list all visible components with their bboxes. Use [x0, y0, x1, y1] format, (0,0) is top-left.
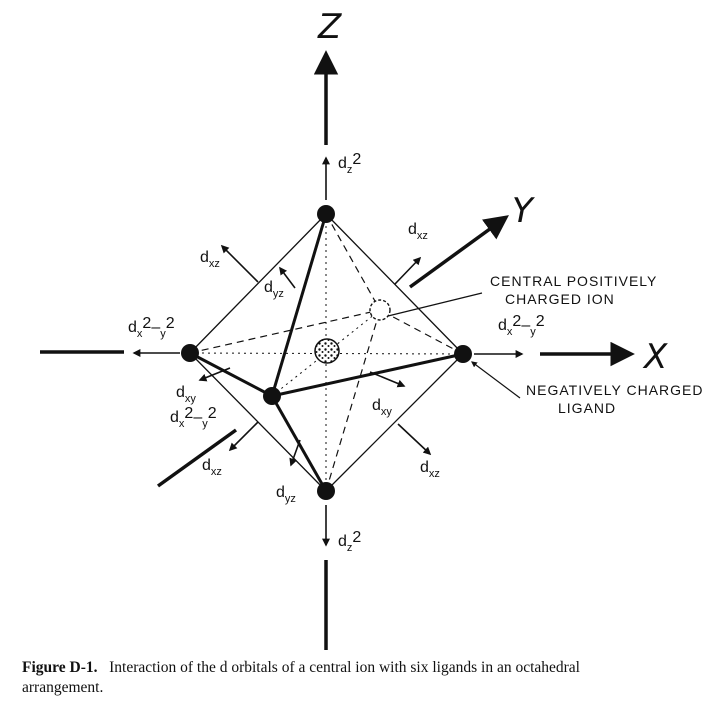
ligand-label-line2: LIGAND	[558, 400, 616, 416]
figure-caption: Figure D-1. Interaction of the d orbital…	[22, 658, 720, 698]
label-dyz-upper: dyz	[264, 279, 284, 300]
x-axis-label: X	[642, 337, 668, 377]
annotation-pointers	[387, 292, 521, 399]
ligand-left	[181, 344, 199, 362]
ligand-bottom	[317, 482, 335, 500]
label-dx2y2-left: dx2–y2	[128, 315, 175, 340]
central-ion-label-line1: CENTRAL POSITIVELY	[490, 273, 657, 289]
label-dx2y2-right: dx2–y2	[498, 313, 545, 338]
caption-line-1: Figure D-1. Interaction of the d orbital…	[22, 658, 720, 678]
central-ion	[314, 338, 340, 364]
label-dz2-top: dz2	[338, 151, 361, 176]
orbital-arrows	[132, 156, 524, 547]
central-ion-label-line2: CHARGED ION	[505, 291, 615, 307]
figure-number: Figure D-1.	[22, 659, 98, 676]
y-axis	[156, 215, 509, 488]
ligand-front	[263, 387, 281, 405]
label-dxz-upper-right: dxz	[408, 221, 428, 242]
label-dx2y2-front: dx2–y2	[170, 405, 217, 430]
label-dxy-right: dxy	[372, 397, 392, 418]
caption-line-2: arrangement.	[22, 679, 104, 696]
label-dxz-lower-right: dxz	[420, 459, 440, 480]
label-dxz-upper-left: dxz	[200, 249, 220, 270]
label-dyz-lower: dyz	[276, 484, 296, 505]
ligand-right	[454, 345, 472, 363]
ligand-label-line1: NEGATIVELY CHARGED	[526, 382, 703, 398]
label-dxz-lower-left: dxz	[202, 457, 222, 478]
z-axis-label: Z	[317, 7, 342, 47]
x-axis	[40, 341, 635, 367]
label-dxy-left: dxy	[176, 384, 196, 405]
y-axis-label: Y	[512, 191, 535, 231]
ligands	[181, 205, 472, 500]
back-ligand-hidden	[369, 299, 391, 321]
label-dz2-bottom: dz2	[338, 529, 361, 554]
ligand-top	[317, 205, 335, 223]
caption-text: Interaction of the d orbitals of a centr…	[109, 659, 580, 676]
octahedron-hidden-edges	[189, 213, 464, 492]
